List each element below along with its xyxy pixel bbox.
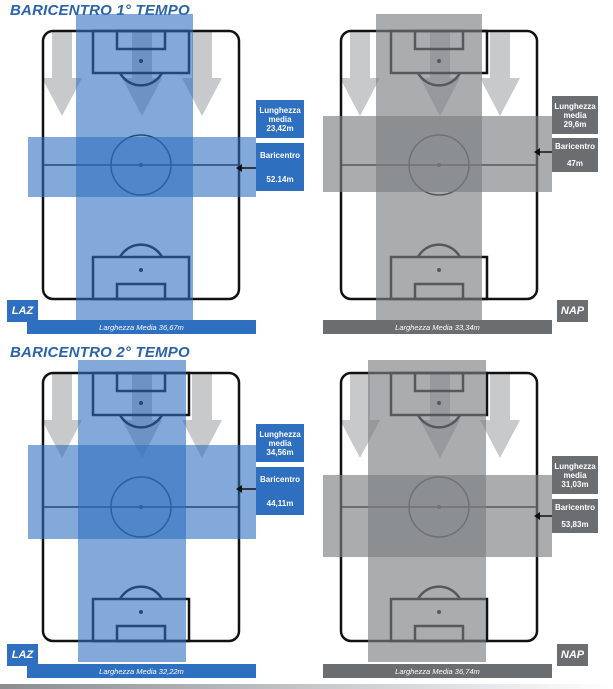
baricentro-label: Baricentro — [259, 150, 300, 160]
width-bar: Larghezza Media 36,67m — [27, 320, 256, 334]
baricentro-box: Baricentro 44,11m — [256, 467, 304, 515]
baricentro-box: Baricentro 53,83m — [552, 499, 598, 533]
width-bar: Larghezza Media 33,34m — [323, 320, 552, 334]
length-value: 31,03m — [561, 479, 589, 489]
baricentro-box: Baricentro 52.14m — [256, 143, 304, 191]
baricentro-value: 52.14m — [266, 174, 294, 184]
direction-arrow — [480, 372, 520, 458]
length-label: Lunghezza media — [554, 101, 596, 120]
section-title-second-half: BARICENTRO 2° TEMPO — [10, 344, 190, 361]
length-value: 34,56m — [266, 447, 294, 457]
length-band — [323, 475, 552, 557]
panel-nap-second-half: Lunghezza media 31,03m Baricentro 53,83m… — [298, 342, 598, 678]
baricentro-value: 44,11m — [266, 498, 294, 508]
team-tag: LAZ — [7, 644, 38, 666]
baricentro-label: Baricentro — [554, 503, 595, 512]
length-value: 29,6m — [563, 119, 587, 129]
baricentro-box: Baricentro 47m — [552, 138, 598, 172]
direction-arrow — [182, 372, 222, 458]
length-band — [28, 137, 256, 197]
length-label: Lunghezza media — [259, 105, 301, 124]
panel-nap-first-half: Lunghezza media 29,6m Baricentro 47m NAP… — [298, 0, 598, 335]
direction-arrow — [42, 372, 82, 458]
footer-stripe — [0, 684, 613, 689]
length-box: Lunghezza media 29,6m — [552, 96, 598, 134]
pitch-nap-first-half — [323, 14, 552, 320]
length-box: Lunghezza media 23,42m — [256, 100, 304, 138]
baricentro-value: 47m — [566, 159, 583, 168]
length-box: Lunghezza media 31,03m — [552, 456, 598, 494]
baricentro-value: 53,83m — [561, 520, 589, 529]
width-bar: Larghezza Media 32,22m — [27, 664, 256, 678]
pitch-laz-first-half — [28, 14, 256, 320]
length-label: Lunghezza media — [259, 429, 301, 448]
direction-arrow — [480, 30, 520, 116]
baricentro-label: Baricentro — [259, 474, 300, 484]
baricentro-label: Baricentro — [554, 142, 595, 151]
team-tag: NAP — [557, 644, 588, 666]
length-label: Lunghezza media — [554, 461, 596, 480]
pitch-nap-second-half — [323, 360, 552, 662]
baricentro-pointer-head — [534, 512, 540, 520]
direction-arrow — [340, 30, 380, 116]
baricentro-pointer-head — [534, 148, 540, 156]
length-band — [28, 445, 256, 539]
team-tag: LAZ — [7, 300, 38, 322]
width-bar: Larghezza Media 36,74m — [323, 664, 552, 678]
baricentro-pointer-head — [236, 164, 242, 172]
panel-laz-second-half: Lunghezza media 34,56m Baricentro 44,11m… — [0, 342, 304, 678]
team-tag: NAP — [557, 300, 588, 322]
pitch-laz-second-half — [28, 360, 256, 662]
baricentro-pointer-head — [236, 485, 242, 493]
length-band — [323, 116, 552, 192]
length-value: 23,42m — [266, 123, 294, 133]
panel-laz-first-half: Lunghezza media 23,42m Baricentro 52.14m… — [0, 0, 304, 335]
length-box: Lunghezza media 34,56m — [256, 424, 304, 462]
direction-arrow — [42, 30, 82, 116]
